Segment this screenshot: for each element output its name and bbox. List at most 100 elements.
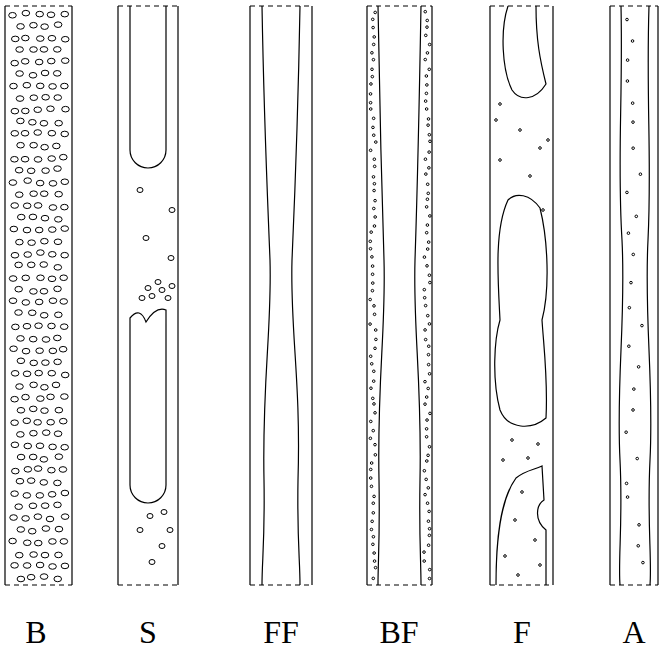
bubble — [167, 528, 173, 533]
droplet — [373, 225, 376, 228]
film-surface — [262, 6, 270, 585]
bubble — [47, 419, 55, 425]
bubble — [36, 562, 44, 568]
tube-wall — [177, 6, 178, 585]
bubble — [41, 238, 49, 244]
droplet — [372, 117, 375, 120]
droplet — [529, 175, 532, 178]
bubble — [41, 503, 49, 509]
droplet — [499, 103, 502, 106]
bubble — [48, 467, 56, 473]
bubble — [54, 286, 62, 292]
bubble — [11, 420, 19, 426]
bubble — [12, 324, 20, 330]
droplet — [427, 192, 430, 195]
droplet — [370, 387, 373, 390]
droplet — [372, 126, 375, 129]
bubble — [34, 514, 42, 520]
droplet — [423, 296, 426, 299]
gas-blob — [496, 466, 546, 585]
bubble — [61, 563, 69, 569]
bubble — [11, 371, 19, 377]
bubble — [40, 262, 48, 268]
bubble — [53, 71, 61, 77]
tube-wall — [431, 6, 432, 585]
droplet — [626, 496, 629, 499]
droplet — [371, 282, 374, 285]
regime-label: F — [513, 616, 531, 648]
bubble — [61, 226, 69, 232]
droplet — [373, 552, 376, 555]
bubble — [16, 478, 24, 484]
droplet — [426, 52, 429, 55]
bubble — [29, 406, 37, 412]
droplet — [637, 544, 640, 547]
bubble — [29, 454, 37, 460]
taylor-bubble — [130, 309, 166, 503]
droplet — [374, 412, 377, 415]
bubble — [21, 59, 29, 65]
bubble — [49, 298, 57, 304]
bubble — [54, 480, 62, 486]
bubble — [37, 396, 45, 402]
bubble — [42, 168, 50, 174]
bubble — [11, 36, 19, 42]
tube-wall — [4, 6, 5, 585]
droplet — [427, 454, 430, 457]
droplet — [372, 43, 375, 46]
droplet — [632, 121, 635, 124]
tube-wall — [552, 6, 553, 585]
bubble — [23, 203, 31, 209]
droplet — [626, 80, 629, 83]
droplet — [375, 141, 378, 144]
bubble — [27, 168, 35, 174]
droplet — [424, 10, 427, 13]
droplet — [370, 363, 373, 366]
bubble — [36, 493, 44, 499]
bubble — [10, 226, 18, 232]
bubble — [60, 299, 68, 305]
droplet — [370, 83, 373, 86]
droplet — [639, 173, 642, 176]
droplet — [429, 215, 432, 218]
bubble — [40, 480, 48, 486]
bubble — [17, 576, 25, 582]
droplet — [371, 256, 374, 259]
droplet — [425, 428, 428, 431]
droplet — [426, 19, 429, 22]
droplet — [519, 129, 522, 132]
bubble — [61, 131, 69, 137]
droplet — [428, 274, 431, 277]
bubble — [17, 142, 25, 148]
droplet — [373, 313, 376, 316]
droplet — [373, 189, 376, 192]
bubble — [28, 310, 36, 316]
droplet — [539, 564, 542, 567]
bubble — [149, 294, 155, 299]
tube-end — [367, 5, 432, 6]
droplet — [371, 265, 374, 268]
bubble — [34, 420, 42, 426]
droplet — [369, 247, 372, 250]
droplet — [428, 445, 431, 448]
droplet — [373, 182, 376, 185]
droplet — [370, 462, 373, 465]
droplet — [423, 560, 426, 563]
bubble — [21, 130, 29, 136]
tube-end — [367, 584, 432, 585]
bubble — [41, 215, 49, 221]
droplet — [428, 372, 431, 375]
bubble — [54, 166, 62, 172]
droplet — [625, 431, 628, 434]
bubble — [54, 359, 62, 365]
tube-end — [610, 5, 658, 6]
droplet — [425, 435, 428, 438]
bubble — [159, 544, 165, 549]
bubble — [24, 443, 32, 449]
droplet — [424, 380, 427, 383]
droplet — [638, 524, 641, 527]
bubble — [17, 407, 25, 413]
bubble — [22, 275, 30, 281]
droplet — [627, 232, 630, 235]
bubble — [30, 95, 38, 101]
